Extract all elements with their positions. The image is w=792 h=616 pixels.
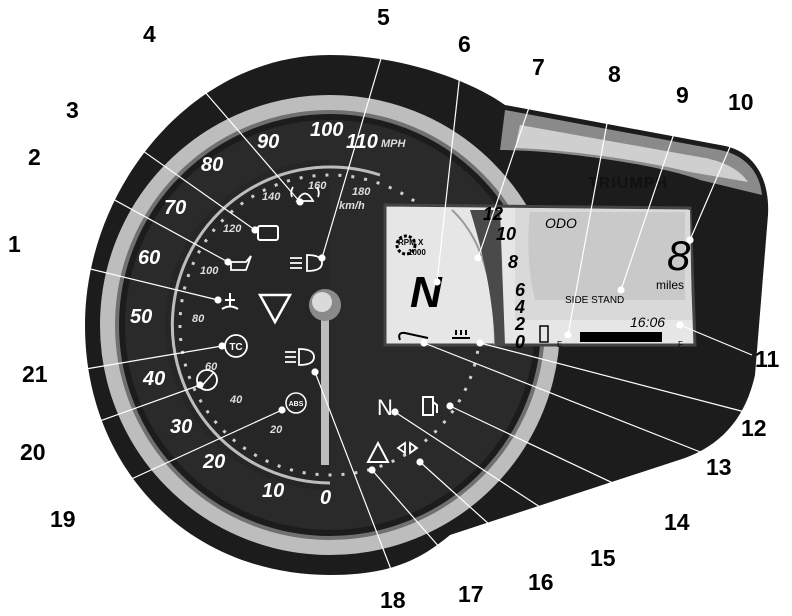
fuel-full-label: F xyxy=(678,340,683,349)
mph-unit: MPH xyxy=(381,138,407,150)
callout-7: 7 xyxy=(532,54,545,80)
callout-21: 21 xyxy=(22,361,48,387)
rpm-scale-label: 4 xyxy=(514,297,525,317)
callout-15: 15 xyxy=(590,545,616,571)
callout-20: 20 xyxy=(20,439,46,465)
mph-label: 30 xyxy=(170,416,192,438)
callout-2: 2 xyxy=(28,144,41,170)
callout-11: 11 xyxy=(755,346,780,372)
mph-label: 80 xyxy=(201,154,223,176)
trip-unit: miles xyxy=(656,278,684,292)
rpm-label: RPM X xyxy=(398,238,424,247)
callout-16: 16 xyxy=(528,569,554,595)
mph-label: 50 xyxy=(130,306,152,328)
callout-1: 1 xyxy=(8,231,21,257)
rpm-scale-label: 10 xyxy=(496,224,516,244)
callout-19: 19 xyxy=(50,506,76,532)
mph-label: 70 xyxy=(164,197,186,219)
mph-label: 90 xyxy=(257,131,279,153)
brand-logo: TRIUMPH xyxy=(588,175,668,192)
mph-label: 10 xyxy=(262,480,284,502)
callout-14: 14 xyxy=(664,509,690,535)
rpm-scale-label: 2 xyxy=(514,314,525,334)
callout-13: 13 xyxy=(706,454,732,480)
kmh-label: 40 xyxy=(229,394,243,406)
needle-hub-cap xyxy=(312,292,332,312)
callout-3: 3 xyxy=(66,97,79,123)
callout-8: 8 xyxy=(608,61,621,87)
callout-6: 6 xyxy=(458,31,471,57)
abs-label: ABS xyxy=(289,401,304,408)
mph-label: 60 xyxy=(138,247,160,269)
callout-12: 12 xyxy=(741,415,767,441)
callout-18: 18 xyxy=(380,587,406,611)
mph-label: 110 xyxy=(346,131,378,153)
callout-17: 17 xyxy=(458,581,484,607)
rpm-scale: 1000 xyxy=(408,248,426,257)
kmh-label: 100 xyxy=(200,265,219,277)
fuel-empty-label: E xyxy=(557,340,562,349)
traction-control-label: TC xyxy=(229,342,242,353)
fuel-bar xyxy=(580,332,662,342)
kmh-unit: km/h xyxy=(339,200,365,212)
kmh-label: 180 xyxy=(352,186,371,198)
mph-label: 40 xyxy=(142,368,165,390)
callout-5: 5 xyxy=(377,4,390,30)
kmh-label: 20 xyxy=(269,424,283,436)
odo-label: ODO xyxy=(545,215,577,231)
kmh-label: 140 xyxy=(262,191,281,203)
callout-4: 4 xyxy=(143,21,156,47)
rpm-scale-label: 0 xyxy=(515,332,525,352)
mph-label: 0 xyxy=(320,487,331,509)
kmh-label: 80 xyxy=(192,313,205,325)
neutral-indicator-icon: N xyxy=(377,395,393,420)
clock: 16:06 xyxy=(630,314,665,330)
kmh-label: 120 xyxy=(223,223,242,235)
speedo-needle xyxy=(321,305,329,465)
callout-10: 10 xyxy=(728,89,754,115)
mph-label: 100 xyxy=(310,119,343,141)
mph-label: 20 xyxy=(202,451,225,473)
rpm-scale-label: 6 xyxy=(515,280,526,300)
rpm-scale-label: 8 xyxy=(508,252,518,272)
callout-9: 9 xyxy=(676,82,689,108)
